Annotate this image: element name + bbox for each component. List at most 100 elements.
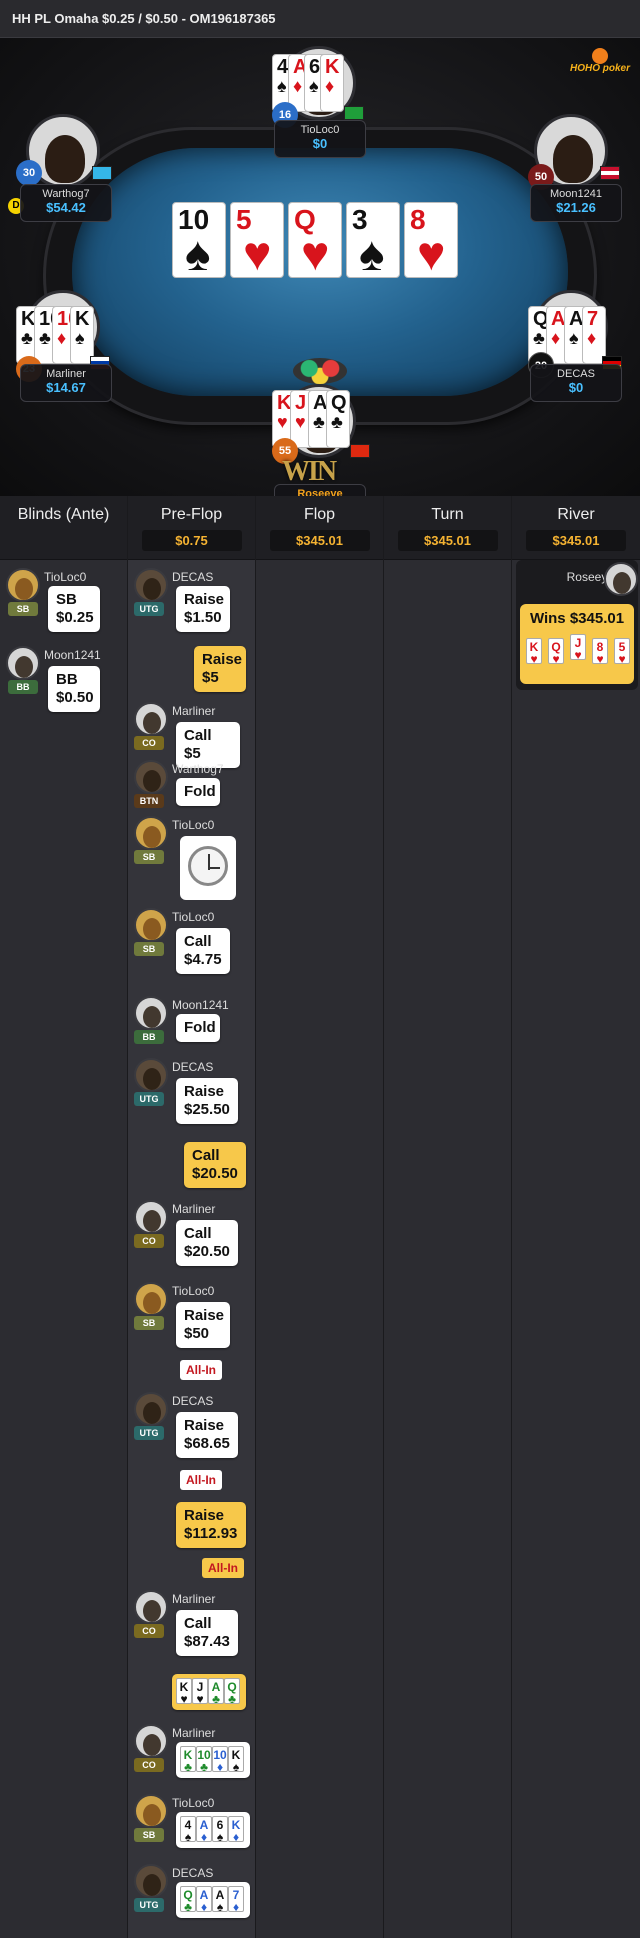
avatar [134, 996, 168, 1030]
player-name: Marliner [172, 1726, 216, 1740]
column-header: Turn$345.01 [384, 496, 511, 560]
action-bubble: Call$87.43 [176, 1610, 238, 1656]
position-badge: SB [134, 942, 164, 956]
avatar [6, 646, 40, 680]
action-bubble: Call$20.50 [176, 1220, 238, 1266]
all-in-tag: All-In [180, 1360, 222, 1380]
player-name: DECAS [172, 1866, 214, 1880]
all-in-tag: All-In [180, 1470, 222, 1490]
hero-action-bubble: Call$20.50 [184, 1142, 246, 1188]
level-badge: 30 [16, 160, 42, 186]
mini-card: 5♥ [614, 638, 630, 665]
mini-card: 8♥ [592, 638, 608, 665]
position-badge: UTG [134, 1092, 164, 1106]
hero-action-bubble: Raise$5 [194, 646, 246, 692]
action-bubble: Fold [176, 1014, 220, 1042]
avatar [134, 760, 168, 794]
avatar [134, 816, 168, 850]
avatar [134, 1590, 168, 1624]
board-card-2: 5♥ [230, 202, 284, 279]
time-bank-clock-icon [180, 836, 236, 900]
avatar [134, 1392, 168, 1426]
board-card-4: 3♠ [346, 202, 400, 279]
avatar [134, 702, 168, 736]
player-name: Roseeye [566, 570, 614, 584]
avatar [134, 1794, 168, 1828]
mini-card: 6♠ [212, 1816, 228, 1843]
hand-history-title: HH PL Omaha $0.25 / $0.50 - OM196187365 [0, 0, 640, 38]
flag-icon [600, 166, 620, 180]
all-in-tag: All-In [202, 1558, 244, 1578]
showdown-cards: K♣ 10♣ 10♦ K♠ [176, 1742, 250, 1778]
board-card-3: Q♥ [288, 202, 342, 279]
player-name: DECAS [172, 1060, 214, 1074]
avatar [6, 568, 40, 602]
position-badge: CO [134, 1758, 164, 1772]
player-plate: DECAS$0 [530, 364, 622, 402]
clock-face [188, 846, 228, 886]
flag-icon [350, 444, 370, 458]
position-badge: CO [134, 1234, 164, 1248]
avatar [604, 562, 638, 596]
mini-card: 10♣ [196, 1746, 212, 1774]
position-badge: SB [134, 850, 164, 864]
mini-card: K♥ [176, 1678, 192, 1705]
position-badge: SB [134, 1828, 164, 1842]
mini-card: A♦ [196, 1886, 212, 1913]
action-bubble: BB$0.50 [48, 666, 100, 712]
position-badge: SB [8, 602, 38, 616]
player-plate: TioLoc0$0 [274, 120, 366, 158]
avatar [134, 568, 168, 602]
chip-stack-icon [293, 358, 347, 384]
column-river: River$345.01 [512, 496, 640, 1938]
action-bubble: Raise$50 [176, 1302, 230, 1348]
action-bubble: SB$0.25 [48, 586, 100, 632]
action-bubble: Call $5 [176, 722, 240, 768]
mini-card: Q♣ [224, 1678, 240, 1705]
mini-card: A♠ [212, 1886, 228, 1913]
win-badge: WIN [282, 456, 337, 487]
player-name: TioLoc0 [44, 570, 87, 584]
avatar [134, 1724, 168, 1758]
poker-table: HOHO poker 10♠ 5♥ Q♥ 3♠ 8♥ $345.01 4♠ A♦… [0, 38, 640, 522]
column-turn: Turn$345.01 [384, 496, 512, 1938]
avatar [134, 1282, 168, 1316]
board-card-5: 8♥ [404, 202, 458, 279]
avatar [134, 908, 168, 942]
win-amount: Wins $345.01 [529, 610, 625, 627]
position-badge: UTG [134, 1426, 164, 1440]
position-badge: BTN [134, 794, 164, 808]
player-name: Moon1241 [44, 648, 101, 662]
action-bubble: Raise$1.50 [176, 586, 230, 632]
hero-showdown-cards: K♥ J♥ A♣ Q♣ [172, 1674, 246, 1710]
winner-box: Wins $345.01 K♥ Q♥ J♥ 8♥ 5♥ [520, 604, 634, 684]
showdown-cards: Q♣ A♦ A♠ 7♦ [176, 1882, 250, 1918]
river-result: Roseeye Wins $345.01 K♥ Q♥ J♥ 8♥ 5♥ [516, 560, 638, 690]
mini-card: 7♦ [228, 1886, 244, 1913]
hero-action-bubble: Raise$112.93 [176, 1502, 246, 1548]
mini-card: 4♠ [180, 1816, 196, 1843]
hole-card: 7♦ [582, 306, 606, 364]
mini-card: A♦ [196, 1816, 212, 1843]
position-badge: SB [134, 1316, 164, 1330]
column-header: Blinds (Ante) [0, 496, 127, 560]
flag-icon [92, 166, 112, 180]
action-bubble: Fold [176, 778, 220, 806]
avatar [134, 1864, 168, 1898]
mini-card: K♦ [228, 1816, 244, 1843]
column-flop: Flop$345.01 [256, 496, 384, 1938]
mini-card: 10♦ [212, 1746, 228, 1774]
player-plate: Warthog7$54.42 [20, 184, 112, 222]
player-name: Marliner [172, 1202, 216, 1216]
action-bubble: Call$4.75 [176, 928, 230, 974]
player-name: TioLoc0 [172, 1796, 215, 1810]
column-header: Flop$345.01 [256, 496, 383, 560]
mini-card: Q♥ [548, 638, 564, 665]
column-header: River$345.01 [512, 496, 640, 560]
position-badge: BB [134, 1030, 164, 1044]
player-name: DECAS [172, 1394, 214, 1408]
mini-card: J♥ [192, 1678, 208, 1705]
avatar [134, 1058, 168, 1092]
action-bubble: Raise$68.65 [176, 1412, 238, 1458]
position-badge: CO [134, 1624, 164, 1638]
